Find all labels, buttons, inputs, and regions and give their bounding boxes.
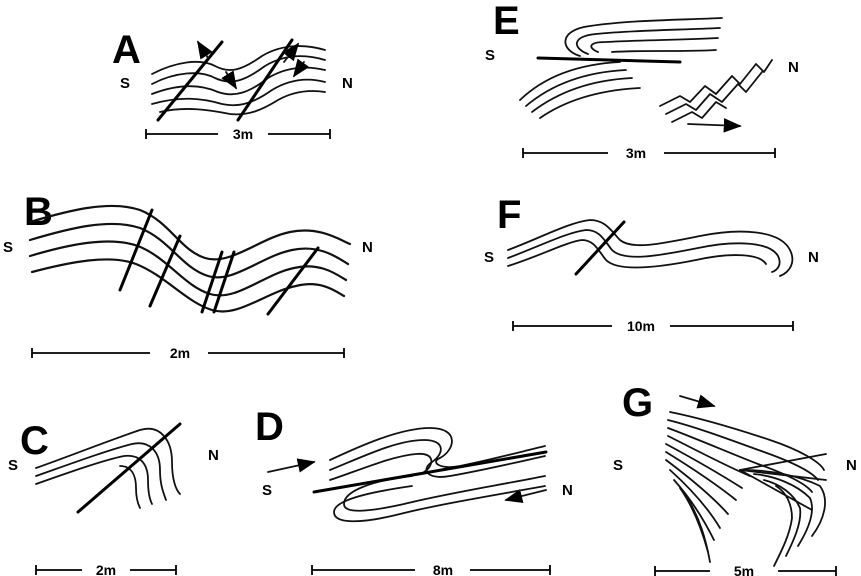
panel-d-north-label: N bbox=[562, 482, 573, 499]
panel-f-fold-layers bbox=[508, 220, 792, 276]
panel-a: A S N 3m bbox=[112, 28, 353, 142]
panel-f-north-label: N bbox=[808, 249, 819, 266]
panel-f-south-label: S bbox=[484, 249, 494, 266]
panel-b-faults bbox=[120, 210, 318, 314]
panel-g-letter: G bbox=[622, 381, 653, 425]
panel-c-letter: C bbox=[20, 419, 49, 463]
panel-a-scale-bar: 3m bbox=[146, 126, 330, 142]
panel-g-south-label: S bbox=[613, 457, 623, 474]
panel-d: D S N 8m bbox=[255, 405, 573, 576]
panel-d-scale-label: 8m bbox=[433, 562, 453, 576]
panel-f-scale-bar: 10m bbox=[513, 318, 793, 334]
panel-c-north-label: N bbox=[208, 447, 219, 464]
panel-d-shear-arrow-top bbox=[268, 462, 314, 472]
panel-e-scale-label: 3m bbox=[626, 145, 646, 161]
panel-a-letter: A bbox=[112, 28, 141, 72]
panel-b: B S N 2m bbox=[3, 190, 373, 361]
panel-e-letter: E bbox=[493, 0, 520, 43]
panel-c-scale-bar: 2m bbox=[36, 562, 176, 576]
panel-a-south-label: S bbox=[120, 75, 130, 92]
panel-a-north-label: N bbox=[342, 75, 353, 92]
panel-d-south-label: S bbox=[262, 482, 272, 499]
panel-e-fault bbox=[538, 58, 680, 62]
panel-e-south-label: S bbox=[485, 47, 495, 64]
panel-c-south-label: S bbox=[8, 457, 18, 474]
panel-g-fold-layers bbox=[666, 412, 825, 566]
panel-b-south-label: S bbox=[3, 239, 13, 256]
panel-f-scale-label: 10m bbox=[627, 318, 655, 334]
panel-a-fold-layers bbox=[152, 46, 325, 114]
panel-e: E S N 3m bbox=[485, 0, 799, 161]
panel-a-scale-label: 3m bbox=[233, 126, 253, 142]
panel-e-north-label: N bbox=[788, 59, 799, 76]
panel-d-scale-bar: 8m bbox=[312, 562, 550, 576]
panel-b-north-label: N bbox=[362, 239, 373, 256]
panel-c: C S N 2m bbox=[8, 419, 219, 576]
panel-b-scale-label: 2m bbox=[170, 345, 190, 361]
panel-c-fold-layers bbox=[36, 429, 180, 508]
panel-g-scale-bar: 5m bbox=[655, 563, 836, 576]
panel-b-fold-layers bbox=[30, 206, 350, 312]
panel-d-letter: D bbox=[255, 405, 284, 449]
panel-e-shear-arrow bbox=[688, 124, 740, 126]
panel-e-small-folds bbox=[660, 60, 772, 122]
panel-g-shear-arrow bbox=[680, 396, 714, 406]
panel-g-north-label: N bbox=[846, 457, 857, 474]
panel-d-fold-layers bbox=[330, 428, 545, 521]
panel-c-scale-label: 2m bbox=[96, 562, 116, 576]
panel-f-letter: F bbox=[497, 193, 521, 237]
panel-f: F S N 10m bbox=[484, 193, 819, 334]
panel-e-scale-bar: 3m bbox=[523, 145, 775, 161]
panel-b-letter: B bbox=[24, 190, 53, 234]
panel-e-fold-layers bbox=[520, 18, 722, 118]
panel-g: G S N bbox=[613, 381, 857, 576]
panel-b-scale-bar: 2m bbox=[32, 345, 344, 361]
panel-g-scale-label: 5m bbox=[734, 563, 754, 576]
